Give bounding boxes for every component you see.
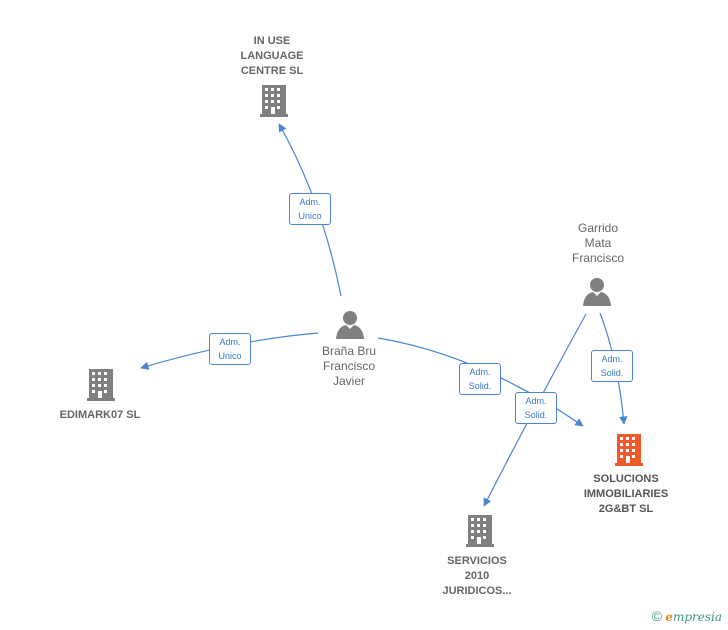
building-icon-highlight[interactable] [615,434,643,466]
copyright-icon: © [651,608,662,624]
building-icon[interactable] [87,369,115,401]
edge-label-adm-unico: Adm. Unico [289,193,331,225]
company-label-solucions[interactable]: SOLUCIONS IMMOBILIARIES 2G&BT SL [583,473,669,515]
building-icon[interactable] [466,515,494,547]
brand-logo: empresia [665,610,722,624]
building-icon[interactable] [260,85,288,117]
edge-label-adm-solid: Adm. Solid. [515,392,557,424]
edge-label-adm-unico: Adm. Unico [209,333,251,365]
person-label-garrido[interactable]: Garrido Mata Francisco [571,221,624,265]
footer-brand: © empresia [652,608,722,624]
person-label-brana[interactable]: Braña Bru Francisco Javier [321,344,377,388]
person-icon[interactable] [336,311,364,339]
edge-label-adm-solid: Adm. Solid. [459,363,501,395]
person-icon[interactable] [583,278,611,306]
company-label-in-use[interactable]: IN USE LANGUAGE CENTRE SL [240,35,304,77]
company-label-servicios[interactable]: SERVICIOS 2010 JURIDICOS... [442,555,512,597]
edge-label-adm-solid: Adm. Solid. [591,350,633,382]
company-label-edimark[interactable]: EDIMARK07 SL [59,409,141,421]
